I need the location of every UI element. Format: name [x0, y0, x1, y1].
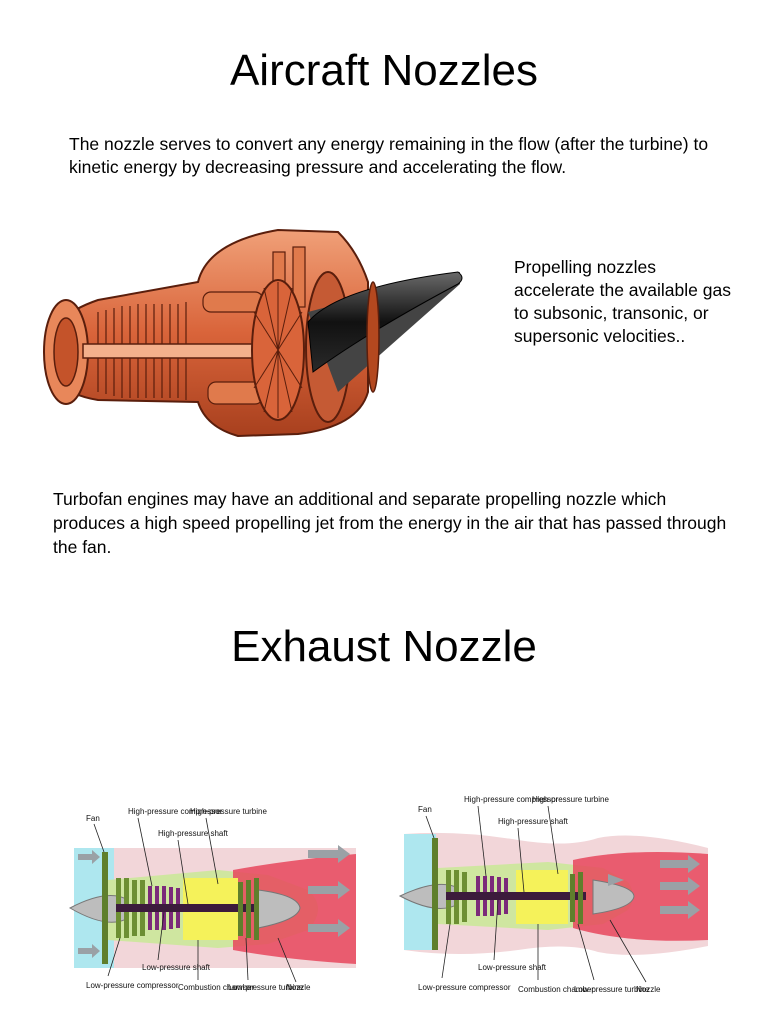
label-nozzle: Nozzle: [636, 985, 661, 994]
turbofan-diagram-right: Fan High-pressure compressor High-pressu…: [398, 795, 708, 994]
label-lp-turbine: Low-pressure turbine: [228, 983, 304, 992]
label-fan: Fan: [86, 814, 100, 823]
label-lp-shaft: Low-pressure shaft: [142, 963, 211, 972]
label-combustion: Combustion chamber: [518, 985, 594, 994]
turbofan-diagram-left: Fan High-pressure compressor High-pressu…: [68, 807, 356, 992]
label-nozzle: Nozzle: [286, 983, 311, 992]
label-fan: Fan: [418, 805, 432, 814]
label-hp-compressor: High-pressure compressor: [464, 795, 559, 804]
label-combustion: Combustion chamber: [178, 983, 254, 992]
section-title: Exhaust Nozzle: [231, 622, 537, 671]
label-hp-compressor: High-pressure compressor: [128, 807, 223, 816]
label-lp-compressor: Low-pressure compressor: [418, 983, 511, 992]
label-hp-turbine: High-pressure turbine: [532, 795, 609, 804]
page-title: Aircraft Nozzles: [229, 46, 539, 95]
turbojet-cutaway-illustration: [43, 228, 463, 438]
turbofan-paragraph: Turbofan engines may have an additional …: [53, 489, 727, 557]
label-hp-shaft: High-pressure shaft: [498, 817, 569, 826]
label-lp-shaft: Low-pressure shaft: [478, 963, 547, 972]
propelling-nozzles-text: Propelling nozzles accelerate the availa…: [514, 257, 731, 346]
label-hp-turbine: High-pressure turbine: [190, 807, 267, 816]
label-hp-shaft: High-pressure shaft: [158, 829, 229, 838]
intro-paragraph: The nozzle serves to convert any energy …: [69, 134, 709, 177]
label-lp-turbine: Low-pressure turbine: [574, 985, 650, 994]
label-lp-compressor: Low-pressure compressor: [86, 981, 179, 990]
